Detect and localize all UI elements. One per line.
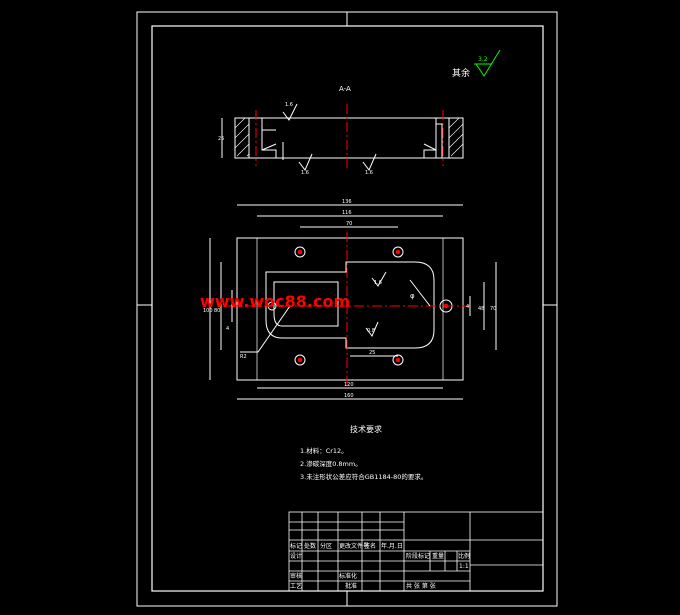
row-label-process: 工艺 [290, 582, 302, 590]
stage-cell-3: 比例 [458, 552, 470, 560]
phi-label: φ [410, 292, 415, 300]
right-dim-3: 4 [466, 304, 469, 310]
section-height-dim: 25 [218, 136, 224, 142]
watermark: www.woc88.com [200, 292, 350, 311]
top-dim-2: 116 [342, 210, 352, 216]
standard-label: 标准化 [339, 572, 357, 580]
mid-dim-1: 25 [369, 350, 375, 356]
scale-value: 1:1 [459, 563, 469, 570]
surface-mark-2: 1.6 [301, 170, 309, 176]
header-cell-6: 年.月.日 [381, 542, 403, 550]
row-label-review: 审核 [290, 572, 302, 580]
approve-label: 批准 [345, 582, 357, 590]
tech-requirements: 技术要求 1.材料：Cr12。 2.渗碳深度0.8mm。 3.未注形状公差应符合… [300, 424, 427, 481]
header-cell-4: 更改文件号 [339, 542, 369, 550]
header-cell-2: 处数 [304, 542, 316, 550]
sheet-label: 共 张 第 张 [406, 582, 436, 590]
top-dim-1: 136 [342, 199, 352, 205]
stage-cell-1: 阶段标记 [406, 552, 430, 560]
title-block-text: 标记 处数 分区 更改文件号 签名 年.月.日 设计 审核 工艺 标准化 批准 … [290, 542, 470, 590]
section-title: A-A [339, 85, 351, 93]
tech-item-3: 3.未注形状公差应符合GB1184-80的要求。 [300, 472, 427, 481]
roughness-value: 3.2 [478, 56, 488, 63]
left-dim-1: 100 [203, 308, 213, 314]
mid-dim-3: 1.6 [374, 280, 382, 286]
radius-label: R2 [240, 354, 247, 360]
right-dim-2: 70 [490, 306, 496, 312]
top-dim-3: 70 [346, 221, 352, 227]
tech-item-2: 2.渗碳深度0.8mm。 [300, 459, 362, 468]
header-cell-1: 标记 [290, 542, 302, 550]
header-cell-3: 分区 [320, 542, 332, 550]
header-cell-5: 签名 [364, 542, 376, 550]
bottom-dim-2: 160 [344, 393, 354, 399]
mid-dim-2: 0.8 [367, 328, 375, 334]
plan-view: 136 116 70 120 160 100 80 4 48 70 4 25 0… [203, 199, 497, 400]
bottom-dim-1: 120 [344, 382, 354, 388]
roughness-symbol: 其余 3.2 [452, 49, 501, 79]
tech-heading: 技术要求 [350, 424, 382, 434]
left-dim-2: 80 [214, 308, 220, 314]
surface-mark-3: 1.6 [365, 170, 373, 176]
stage-cell-2: 重量 [432, 552, 444, 560]
tech-item-1: 1.材料：Cr12。 [300, 446, 348, 455]
section-view: 25 1.6 1.6 1.6 [218, 102, 464, 176]
row-label-design: 设计 [290, 552, 302, 560]
right-dim-1: 48 [478, 306, 484, 312]
surface-mark-1: 1.6 [285, 102, 293, 108]
title-block [288, 511, 544, 592]
left-dim-3: 4 [226, 326, 229, 332]
roughness-label: 其余 [452, 67, 470, 79]
